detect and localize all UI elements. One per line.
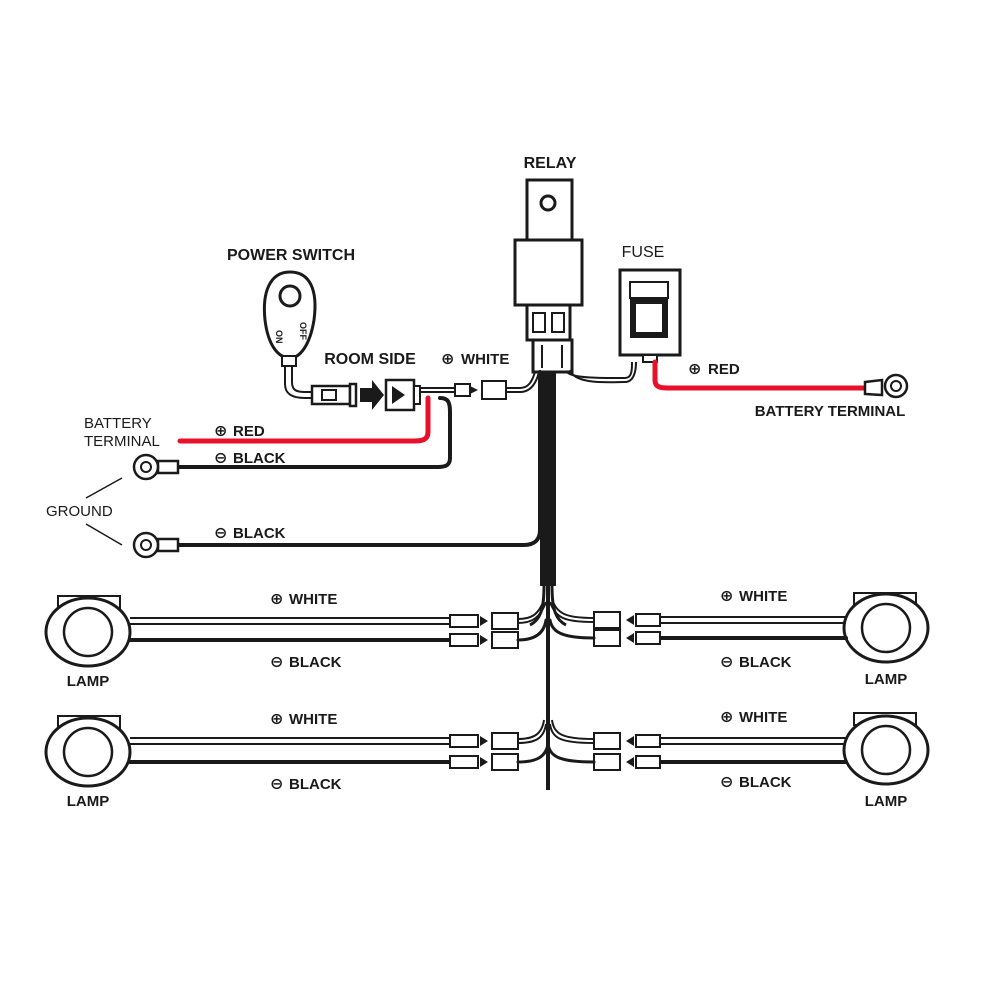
relay [513, 178, 584, 374]
white-bl-label: WHITE [289, 711, 337, 728]
connector-tl-black [449, 631, 519, 649]
connector-br-black [593, 753, 661, 771]
black-tl-label: BLACK [289, 654, 342, 671]
positive-sign-red-left: ⊕ [214, 421, 227, 440]
black-tr-label: BLACK [739, 654, 792, 671]
connector-tr-black [593, 629, 661, 647]
connector-tr-white [593, 611, 661, 629]
ground-label: GROUND [46, 503, 113, 520]
negative-sign-ground-1: ⊖ [214, 448, 227, 467]
connector-br-white [593, 732, 661, 750]
room-side-label: ROOM SIDE [324, 351, 416, 368]
lamp-bottom-right-label: LAMP [865, 793, 908, 810]
positive-sign-white-bl: ⊕ [270, 709, 283, 728]
battery-terminal-left-line1: BATTERY [84, 415, 152, 432]
white-tl-label: WHITE [289, 591, 337, 608]
connector-bl-black [449, 753, 519, 771]
black-ground-1-label: BLACK [233, 450, 286, 467]
lamp-bottom-left [44, 715, 132, 788]
black-br-label: BLACK [739, 774, 792, 791]
fuse-label: FUSE [622, 244, 665, 261]
red-wire-fuse [652, 359, 868, 391]
lamp-bottom-right [842, 712, 930, 786]
relay-label: RELAY [524, 155, 577, 172]
lamp-top-right [842, 592, 930, 664]
white-relay-label: WHITE [461, 351, 509, 368]
battery-terminal-right-ring [863, 373, 909, 399]
room-side-connector [384, 378, 421, 412]
red-wire-left [177, 395, 431, 444]
negative-sign-black-bl: ⊖ [270, 774, 283, 793]
black-bl-label: BLACK [289, 776, 342, 793]
switch-connector [310, 380, 384, 410]
positive-sign-red-fuse: ⊕ [688, 359, 701, 378]
switch-on-text: ON [274, 330, 284, 344]
white-br-label: WHITE [739, 709, 787, 726]
positive-sign-white-relay: ⊕ [441, 349, 454, 368]
negative-sign-black-tl: ⊖ [270, 652, 283, 671]
ground-terminal-2 [132, 531, 180, 559]
black-ground-2-label: BLACK [233, 525, 286, 542]
negative-sign-black-tr: ⊖ [720, 652, 733, 671]
black-ground-wire-2 [176, 370, 542, 547]
negative-sign-black-br: ⊖ [720, 772, 733, 791]
ground-terminal-1 [132, 453, 180, 481]
white-tr-label: WHITE [739, 588, 787, 605]
red-left-label: RED [233, 423, 265, 440]
lamp-bottom-left-label: LAMP [67, 793, 110, 810]
battery-terminal-right-label: BATTERY TERMINAL [755, 403, 906, 420]
positive-sign-white-tl: ⊕ [270, 589, 283, 608]
black-ground-wire-1 [176, 396, 452, 469]
lamp-top-left [44, 595, 132, 668]
connector-tl-white [449, 612, 519, 630]
negative-sign-ground-2: ⊖ [214, 523, 227, 542]
switch-off-text: OFF [298, 322, 308, 340]
red-fuse-label: RED [708, 361, 740, 378]
connector-bl-white [449, 732, 519, 750]
positive-sign-white-br: ⊕ [720, 707, 733, 726]
power-switch: ON OFF [262, 270, 317, 367]
power-switch-label: POWER SWITCH [227, 247, 355, 264]
lamp-top-right-label: LAMP [865, 671, 908, 688]
fuse [618, 268, 682, 363]
battery-terminal-left-line2: TERMINAL [84, 433, 160, 450]
positive-sign-white-tr: ⊕ [720, 586, 733, 605]
lamp-top-left-label: LAMP [67, 673, 110, 690]
